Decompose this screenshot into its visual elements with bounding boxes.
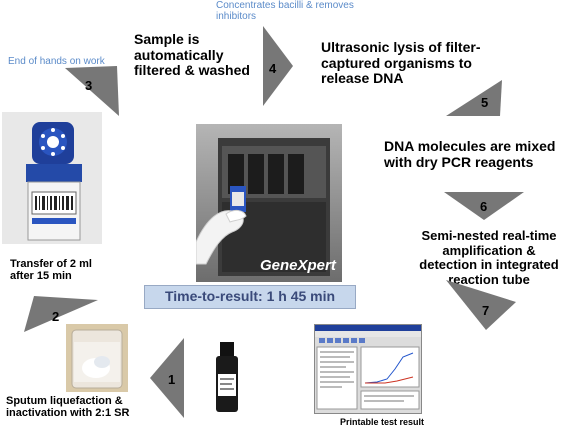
step-4-text: Sample is automatically filtered & washe… [134,31,250,79]
time-to-result-box: Time-to-result: 1 h 45 min [144,285,356,309]
step-2-number: 2 [52,309,59,324]
step-4-number: 4 [269,61,277,76]
printable-label: Printable test result [340,417,425,427]
time-to-result-text: Time-to-result: 1 h 45 min [164,288,336,305]
step-7-arrow-shape [446,280,516,330]
sputum-label: Sputum liquefaction & inactivation with … [6,395,130,420]
genexpert-label: GeneXpert [260,257,336,274]
step-5-arrow: 5 [446,80,502,116]
reagent-bottle-photo [210,340,244,414]
step-4-arrow-shape [263,26,293,106]
step-3-arrow: 3 [65,66,119,116]
step-4-arrow: 4 [263,26,293,106]
step-7-arrow: 7 [446,280,516,330]
step-2-arrow-shape [24,296,98,332]
step-5-number: 5 [481,95,488,110]
transfer-label: Transfer of 2 ml after 15 min [10,258,92,283]
step-3-arrow-shape [65,66,119,116]
step-1-arrow-shape [150,338,184,418]
step-1-number: 1 [168,372,175,387]
step-7-text: Semi-nested real-time amplification & de… [419,228,559,287]
genexpert-illustration [195,124,342,282]
step-6-text: DNA molecules are mixed with dry PCR rea… [384,138,556,170]
sputum-jar-illustration [66,324,128,392]
sputum-jar-photo [66,324,128,392]
reagent-bottle-illustration [210,340,244,414]
cartridge-photo [2,112,102,244]
step-6-arrow: 6 [444,192,524,220]
step-6-arrow-shape [444,192,524,220]
end-of-hands-on-annotation: End of hands on work [8,56,105,67]
cartridge-illustration [2,112,102,244]
step-5-arrow-shape [446,80,502,116]
step-6-number: 6 [480,199,487,214]
step-2-arrow: 2 [24,296,98,332]
test-result-illustration [315,325,421,410]
step-3-number: 3 [85,78,92,93]
concentrates-annotation: Concentrates bacilli & removes inhibitor… [216,0,354,23]
step-1-arrow: 1 [150,338,184,418]
genexpert-photo: GeneXpert [195,124,342,282]
test-result-screenshot [314,324,422,414]
step-5-text: Ultrasonic lysis of filter-captured orga… [321,39,481,87]
step-7-number: 7 [482,303,489,318]
